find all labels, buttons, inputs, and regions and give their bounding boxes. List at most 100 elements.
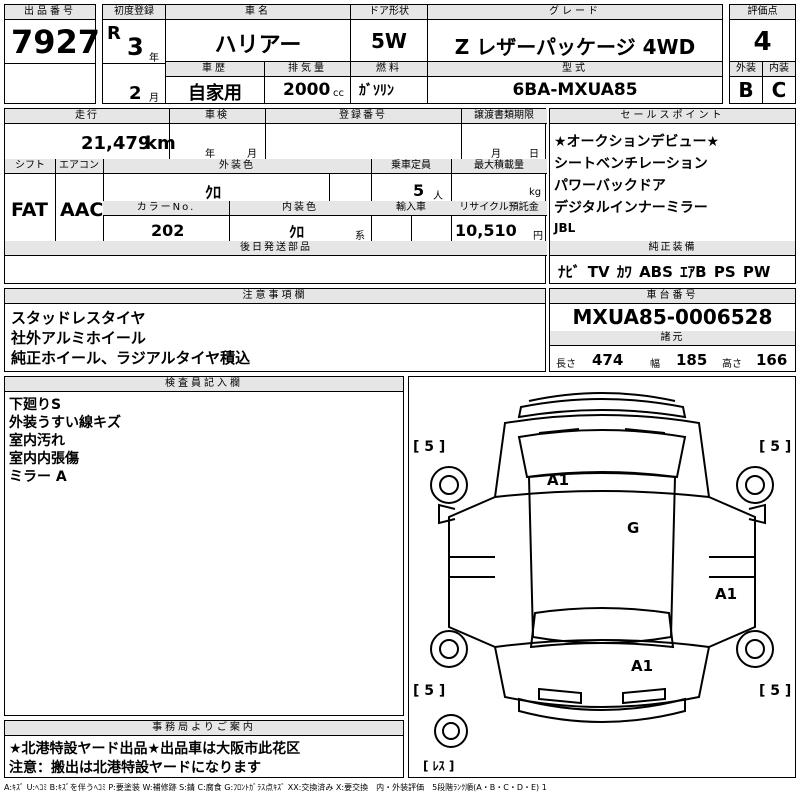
model: 6BA-MXUA85: [512, 80, 638, 100]
tire-front-left: [ 5 ]: [413, 439, 446, 455]
lot-number-box: 出品番号 79277: [4, 4, 122, 104]
capacity-unit: 人: [433, 191, 443, 202]
legend: A:ｷｽﾞ U:ﾍｺﾐ B:ｷｽﾞを伴うﾍｺﾐ P:要塗装 W:補修跡 S:錆 …: [4, 783, 547, 792]
reg-month: 2: [129, 83, 142, 104]
inspector-label: 検査員記入欄: [5, 377, 403, 392]
history: 自家用: [188, 83, 242, 104]
note-line: スタッドレスタイヤ: [11, 309, 146, 327]
interior-grade-label: 内装: [763, 62, 795, 77]
inspector-line: 外装うすい線キズ: [9, 415, 121, 431]
damage-mark: G: [627, 519, 640, 537]
capacity-label: 乗車定員: [371, 159, 451, 174]
reg-year: 3: [127, 33, 144, 61]
reg-year-unit: 年: [149, 53, 159, 64]
chassis-box: 車台番号 MXUA85-0006528 諸元 長さ 474 幅 185 高さ 1…: [549, 288, 796, 372]
shift: FAT: [11, 199, 48, 221]
doors-box: ドア形状 5W: [350, 4, 428, 62]
height-label: 高さ: [722, 359, 742, 370]
grade-box: グレード Z レザーパッケージ 4WD: [427, 4, 723, 62]
inspection-year-unit: 年: [205, 149, 215, 160]
chassis-label: 車台番号: [550, 289, 795, 304]
inspector-line: 室内汚れ: [9, 433, 65, 449]
displacement-unit: cc: [333, 88, 344, 99]
doors: 5W: [371, 29, 407, 53]
sales-point: パワーバックドア: [554, 178, 666, 194]
office-label: 事務局よりご案内: [5, 721, 403, 736]
exterior-grade: B: [738, 78, 754, 102]
inspector-box: 検査員記入欄 下廻りS 外装うすい線キズ 室内汚れ 室内内張傷 ミラー A: [4, 376, 404, 716]
later-parts-label: 後日発送部品: [5, 241, 547, 256]
notes-label: 注意事項欄: [5, 289, 545, 304]
exterior-grade-label: 外装: [730, 62, 762, 77]
interior-grade: C: [771, 78, 787, 102]
import-label: 輸入車: [371, 201, 451, 216]
spare-tire: [ ﾚｽ ]: [423, 759, 455, 773]
tire-front-right: [ 5 ]: [759, 439, 792, 455]
equipment-item: ABS: [639, 263, 673, 281]
transfer-day-unit: 日: [529, 149, 539, 160]
recycle-unit: 円: [533, 231, 543, 242]
length-label: 長さ: [556, 359, 576, 370]
reg-month-unit: 月: [149, 93, 159, 104]
tire-rear-left: [ 5 ]: [413, 683, 446, 699]
office-box: 事務局よりご案内 ★北港特設ヤード出品★出品車は大阪市此花区 注意：搬出は北港特…: [4, 720, 404, 778]
sales-points-box: セールスポイント ★オークションデビュー★ シートベンチレーション パワーバック…: [549, 108, 796, 284]
height: 166: [756, 351, 788, 369]
office-line: 注意：搬出は北港特設ヤードになります: [9, 760, 261, 776]
displacement: 2000: [283, 80, 331, 100]
ac: AAC: [60, 199, 104, 221]
sales-point: デジタルインナーミラー: [554, 200, 708, 216]
inspector-line: 下廻りS: [9, 397, 62, 413]
note-line: 純正ホイール、ラジアルタイヤ積込: [11, 349, 251, 367]
equipment-item: PS: [713, 263, 736, 281]
grade: Z レザーパッケージ 4WD: [454, 35, 696, 59]
note-line: 社外アルミホイール: [11, 329, 146, 347]
car-name: ハリアー: [214, 33, 302, 58]
int-color-label: 内装色: [229, 201, 371, 216]
transfer-month-unit: 月: [491, 149, 501, 160]
transfer-label: 譲渡書類期限: [461, 109, 547, 124]
first-registration-box: 初度登録 R 3 年 2 月: [102, 4, 166, 104]
fuel-label: 燃料: [351, 62, 427, 77]
mileage: 21,479: [81, 133, 151, 154]
history-label: 車歴: [166, 62, 264, 77]
doors-label: ドア形状: [351, 5, 427, 20]
recycle-label: リサイクル預託金: [451, 201, 547, 216]
recycle: 10,510: [455, 221, 517, 240]
displacement-box: 排気量 2000 cc: [264, 61, 351, 104]
inspection-label: 車検: [169, 109, 265, 124]
mileage-unit: km: [145, 133, 176, 154]
max-load-unit: kg: [529, 187, 542, 198]
width-label: 幅: [650, 359, 660, 370]
ext-color: ｸﾛ: [205, 183, 222, 202]
width: 185: [676, 351, 708, 369]
notes-box: 注意事項欄 スタッドレスタイヤ 社外アルミホイール 純正ホイール、ラジアルタイヤ…: [4, 288, 546, 372]
sales-point: シートベンチレーション: [554, 156, 708, 172]
inspection-month-unit: 月: [247, 149, 257, 160]
interior-grade-box: 内装 C: [762, 61, 796, 104]
inspector-line: ミラー A: [9, 469, 67, 485]
score: 4: [753, 27, 772, 57]
max-load-label: 最大積載量: [451, 159, 547, 174]
color-no-label: カラーNo.: [103, 201, 229, 216]
lot-number-label: 出品番号: [5, 5, 95, 20]
car-diagram: [430, 392, 774, 748]
fuel-box: 燃料 ｶﾞｿﾘﾝ: [350, 61, 428, 104]
score-box: 評価点 4: [729, 4, 796, 62]
equipment-label: 純正装備: [550, 241, 795, 256]
grade-label: グレード: [428, 5, 722, 20]
car-diagram-box: [ 5 ] [ 5 ] [ 5 ] [ 5 ] [ ﾚｽ ] A1 G A1 A…: [408, 376, 796, 778]
equipment-item: PW: [742, 263, 771, 281]
equipment-item: ｴｱB: [680, 263, 707, 281]
history-box: 車歴 自家用: [165, 61, 265, 104]
inspector-line: 室内内張傷: [9, 451, 79, 467]
length: 474: [592, 351, 624, 369]
chassis-number: MXUA85-0006528: [572, 305, 773, 329]
capacity: 5: [413, 181, 425, 200]
equipment-item: ﾅﾋﾞ: [558, 263, 581, 281]
color-no: 202: [151, 221, 185, 240]
int-color-unit: 系: [355, 231, 365, 242]
first-registration-label: 初度登録: [103, 5, 165, 20]
equipment-list: ﾅﾋﾞ TV ｶﾜ ABS ｴｱB PS PW: [558, 261, 770, 282]
dims-label: 諸元: [550, 331, 795, 346]
